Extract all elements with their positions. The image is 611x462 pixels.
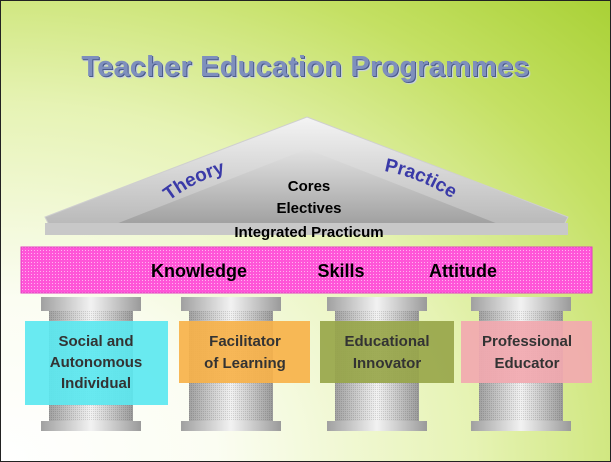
pillar-box-2 (179, 321, 310, 383)
beam-skills: Skills (317, 261, 364, 281)
pillar-3-line-2: Innovator (353, 355, 421, 372)
beam-attitude: Attitude (429, 261, 497, 281)
roof-line-cores: Cores (288, 178, 331, 195)
beam (20, 246, 593, 294)
roof-line-practicum: Integrated Practicum (234, 224, 383, 241)
pillar-2-line-2: of Learning (204, 355, 286, 372)
roof-ledge (45, 223, 568, 235)
roof-inner (103, 149, 511, 229)
pillar-1-line-3: Individual (61, 375, 131, 392)
pillar-box-4 (461, 321, 592, 383)
pillar-4-line-1: Professional (482, 333, 572, 350)
pillar-3-line-1: Educational (344, 333, 429, 350)
pillar-box-3 (320, 321, 454, 383)
pillar-1-line-1: Social and (58, 333, 133, 350)
pillar-1-line-2: Autonomous (50, 354, 142, 371)
pillar-2-line-1: Facilitator (209, 333, 281, 350)
slide-title: Teacher Education Programmes (81, 51, 530, 83)
roof-line-electives: Electives (276, 200, 341, 217)
beam-knowledge: Knowledge (151, 261, 247, 281)
pillar-4-line-2: Educator (494, 355, 559, 372)
pillar-box-1 (25, 321, 168, 405)
